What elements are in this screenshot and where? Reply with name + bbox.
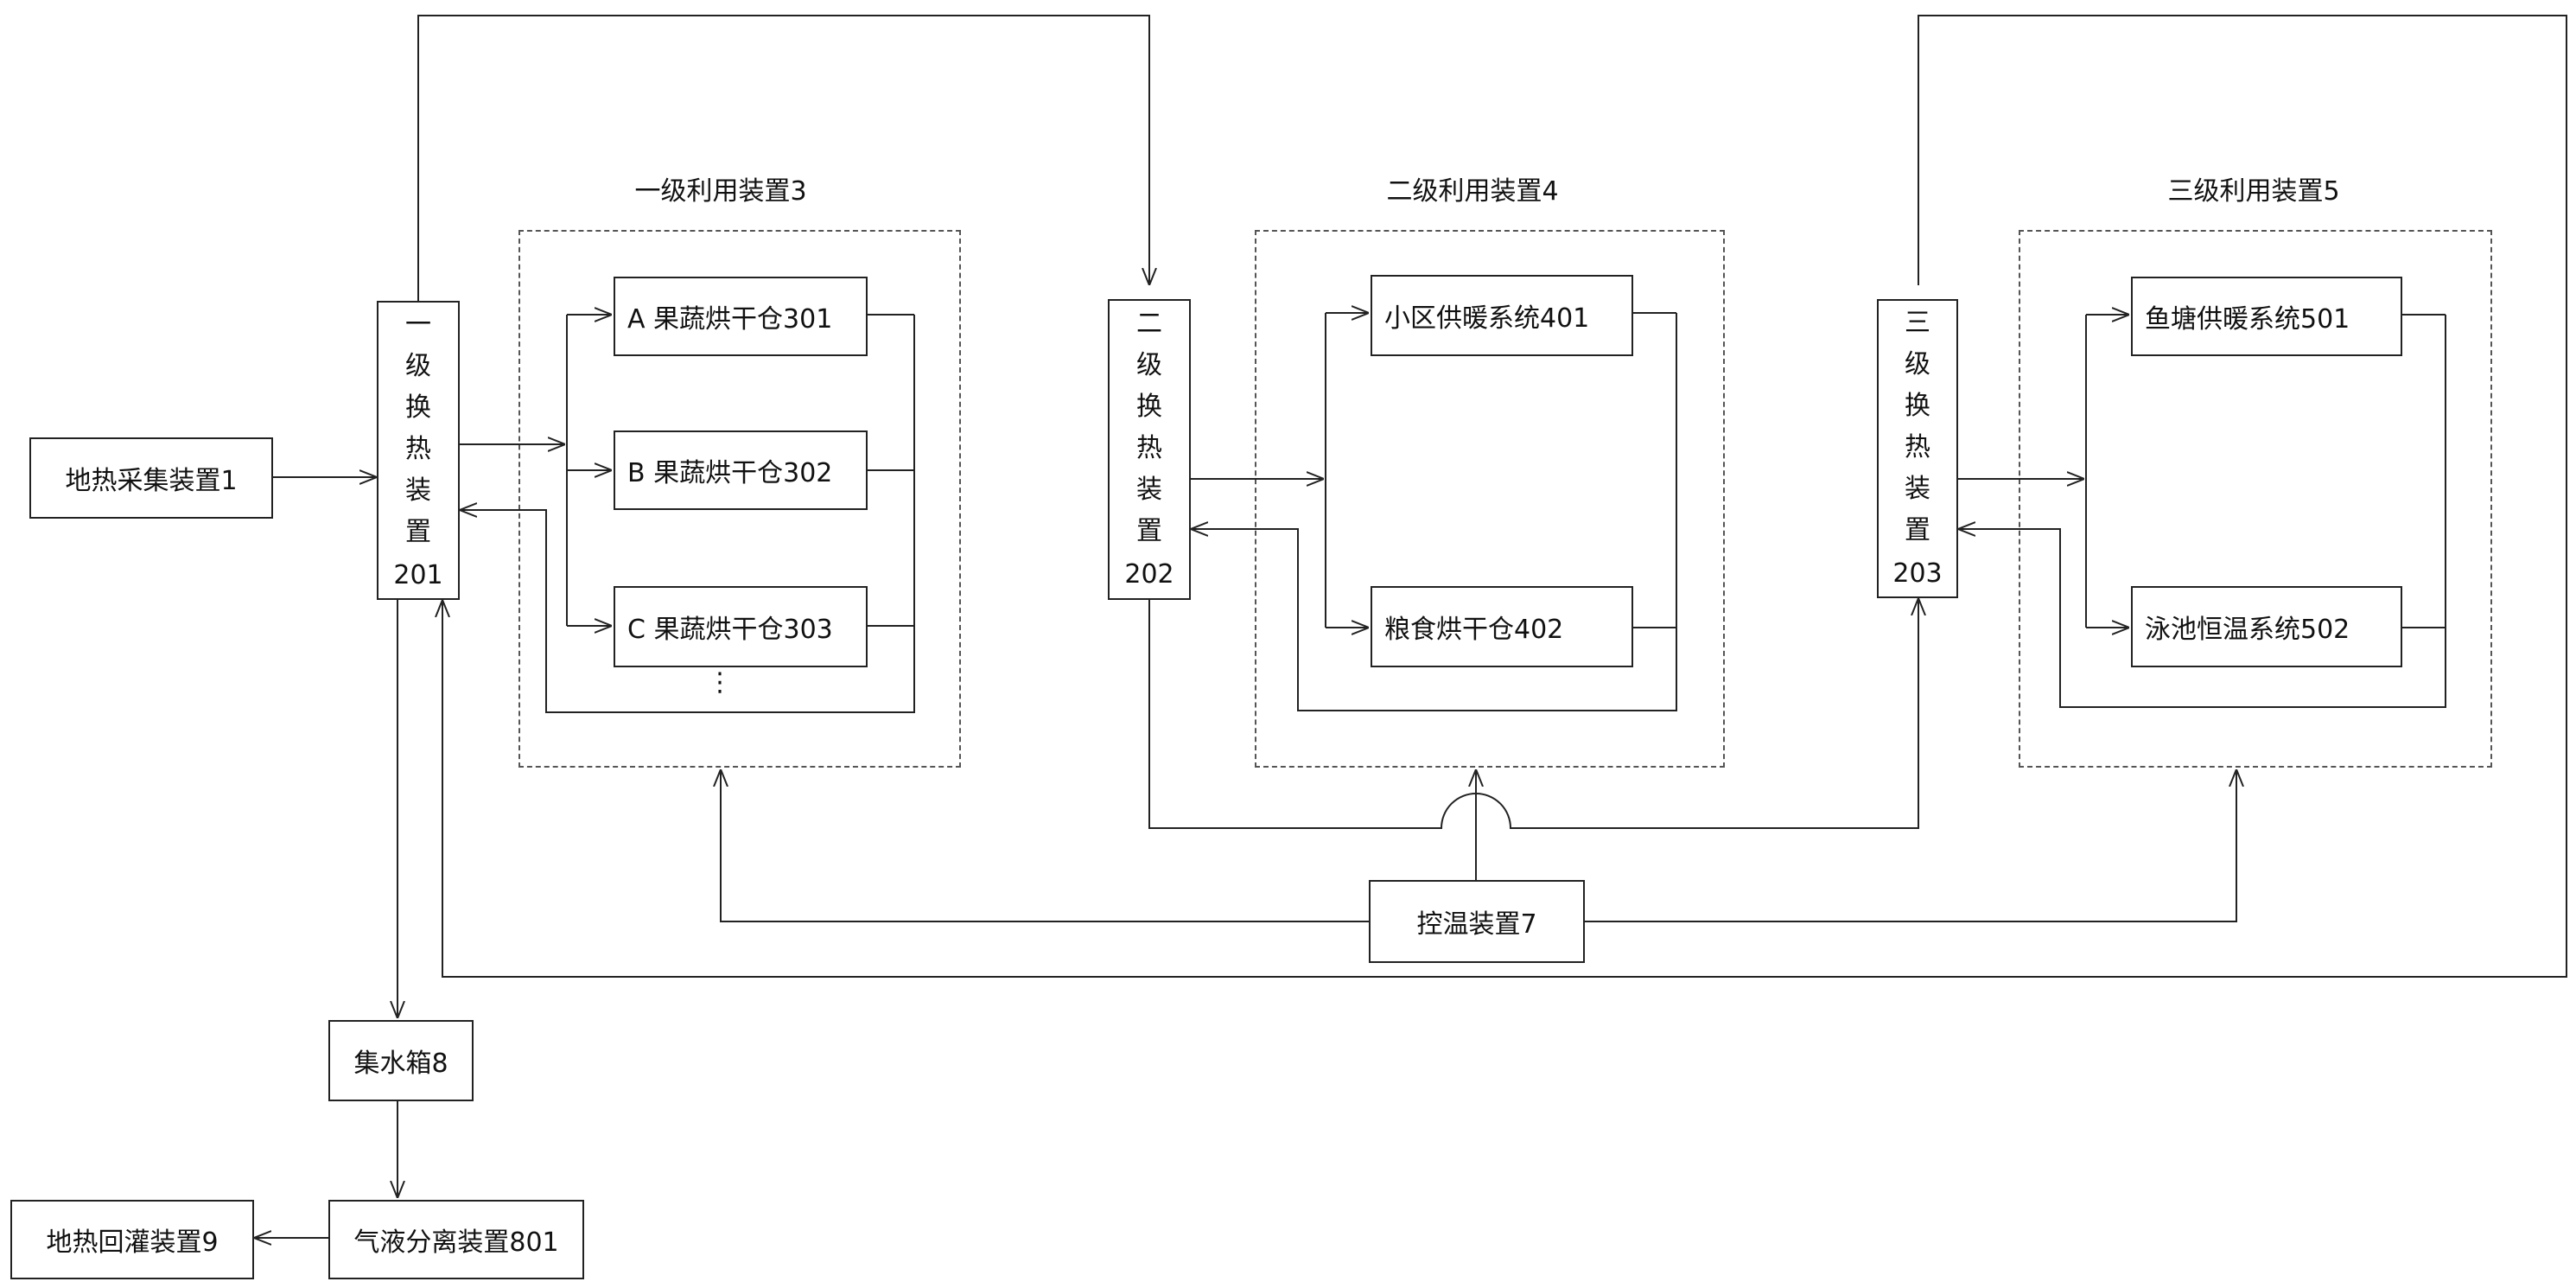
tertiary-exchanger-char: 级	[1905, 349, 1930, 379]
more-dryers-ellipsis: ⋮	[707, 667, 733, 698]
primary-exchanger-char: 换	[405, 392, 431, 423]
fishpond-heating-box: 鱼塘供暖系统501	[2131, 277, 2402, 356]
dryer-b-box: B 果蔬烘干仓302	[614, 430, 868, 510]
temperature-control-box: 控温装置7	[1369, 880, 1585, 963]
secondary-exchanger-number: 202	[1124, 559, 1174, 590]
secondary-exchanger-box: 二 级 换 热 装 置 202	[1108, 299, 1191, 600]
primary-utilization-group	[518, 230, 961, 768]
primary-exchanger-char: 级	[405, 351, 431, 381]
tertiary-exchanger-char: 热	[1905, 432, 1930, 462]
primary-exchanger-char: 热	[405, 434, 431, 464]
primary-exchanger-number: 201	[393, 560, 443, 590]
primary-return-loop	[460, 315, 915, 713]
dryer-a-box: A 果蔬烘干仓301	[614, 277, 868, 356]
tertiary-exchanger-number: 203	[1892, 558, 1943, 589]
secondary-return-loop	[1191, 313, 1677, 711]
water-tank-box: 集水箱8	[328, 1020, 474, 1101]
dryer-c-box: C 果蔬烘干仓303	[614, 586, 868, 667]
grain-dryer-box: 粮食烘干仓402	[1371, 586, 1633, 667]
secondary-exchanger-char: 级	[1136, 350, 1162, 380]
primary-exchanger-char: 装	[405, 475, 431, 506]
primary-utilization-label: 一级利用装置3	[634, 176, 807, 207]
gas-liquid-separator-box: 气液分离装置801	[328, 1200, 584, 1279]
district-heating-box: 小区供暖系统401	[1371, 275, 1633, 356]
control-to-tertiary-arrow	[1585, 769, 2236, 922]
tertiary-exchanger-char: 三	[1905, 308, 1930, 338]
reinjection-box: 地热回灌装置9	[10, 1200, 254, 1279]
tertiary-utilization-group	[2019, 230, 2492, 768]
primary-to-secondary-line	[417, 15, 1149, 301]
secondary-utilization-group	[1255, 230, 1725, 768]
tertiary-return-loop	[1958, 315, 2446, 708]
tertiary-exchanger-char: 装	[1905, 474, 1930, 504]
tertiary-exchanger-char: 置	[1905, 515, 1930, 545]
secondary-exchanger-char: 装	[1136, 475, 1162, 505]
pool-thermostat-box: 泳池恒温系统502	[2131, 586, 2402, 667]
tertiary-utilization-label: 三级利用装置5	[2167, 176, 2340, 207]
primary-exchanger-char: 置	[405, 517, 431, 547]
tertiary-to-primary-return	[442, 15, 2567, 978]
secondary-exchanger-char: 置	[1136, 516, 1162, 546]
primary-exchanger-char: 一	[405, 309, 431, 340]
secondary-exchanger-char: 热	[1136, 433, 1162, 463]
primary-exchanger-box: 一 级 换 热 装 置 201	[377, 301, 460, 600]
tertiary-exchanger-char: 换	[1905, 391, 1930, 421]
geothermal-collector-box: 地热采集装置1	[29, 437, 273, 519]
secondary-exchanger-char: 换	[1136, 392, 1162, 422]
secondary-exchanger-char: 二	[1136, 309, 1162, 339]
secondary-utilization-label: 二级利用装置4	[1386, 176, 1559, 207]
tertiary-exchanger-box: 三 级 换 热 装 置 203	[1877, 299, 1958, 598]
control-to-primary-arrow	[721, 769, 1369, 922]
